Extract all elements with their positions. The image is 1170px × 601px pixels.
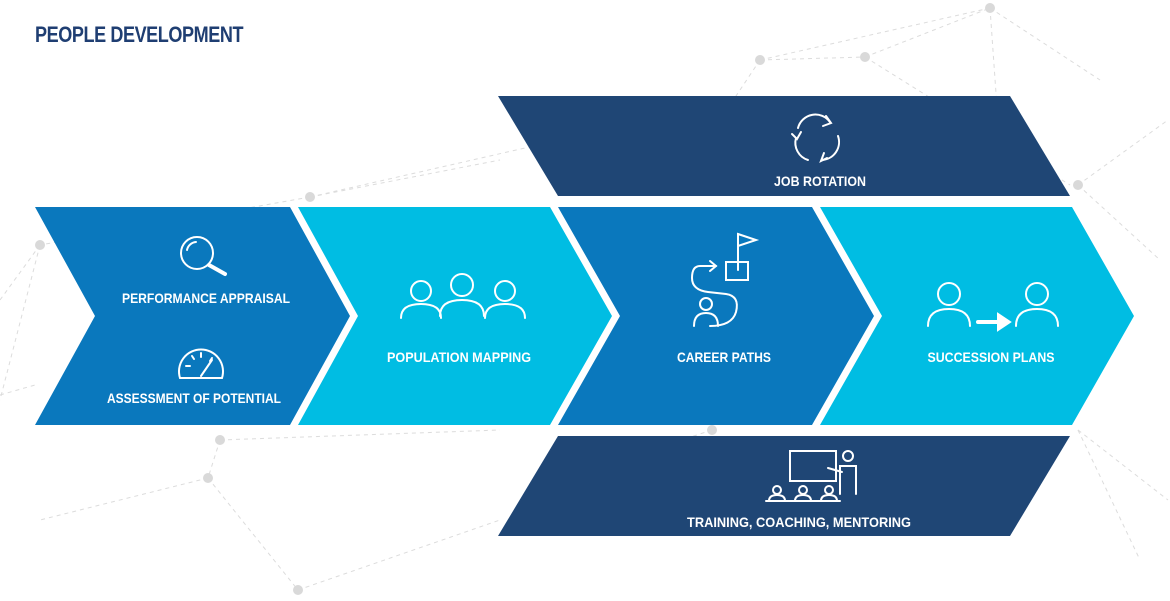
training-coaching-mentoring-label: TRAINING, COACHING, MENTORING [687, 514, 911, 530]
job-rotation-band [498, 96, 1070, 196]
stage-chevron-mapping [298, 207, 612, 425]
speedometer-icon [178, 348, 224, 379]
succession-plans-label: SUCCESSION PLANS [928, 349, 1055, 365]
network-nodes [35, 3, 1083, 595]
magnifier-icon [180, 236, 227, 276]
assessment-of-potential-label: ASSESSMENT OF POTENTIAL [107, 390, 281, 406]
job-rotation-label: JOB ROTATION [774, 173, 866, 189]
rotation-icon [791, 113, 841, 164]
succession-icon [927, 282, 1059, 332]
career-path-icon [690, 232, 760, 327]
page-title: PEOPLE DEVELOPMENT [35, 22, 244, 47]
career-paths-label: CAREER PATHS [677, 349, 771, 365]
stage-chevron-appraisal [35, 207, 350, 425]
performance-appraisal-label: PERFORMANCE APPRAISAL [122, 290, 290, 306]
population-mapping-label: POPULATION MAPPING [387, 349, 531, 365]
training-band [498, 436, 1070, 536]
people-group-icon [400, 273, 526, 319]
classroom-icon [765, 450, 857, 502]
stage-chevron-succession [820, 207, 1134, 425]
